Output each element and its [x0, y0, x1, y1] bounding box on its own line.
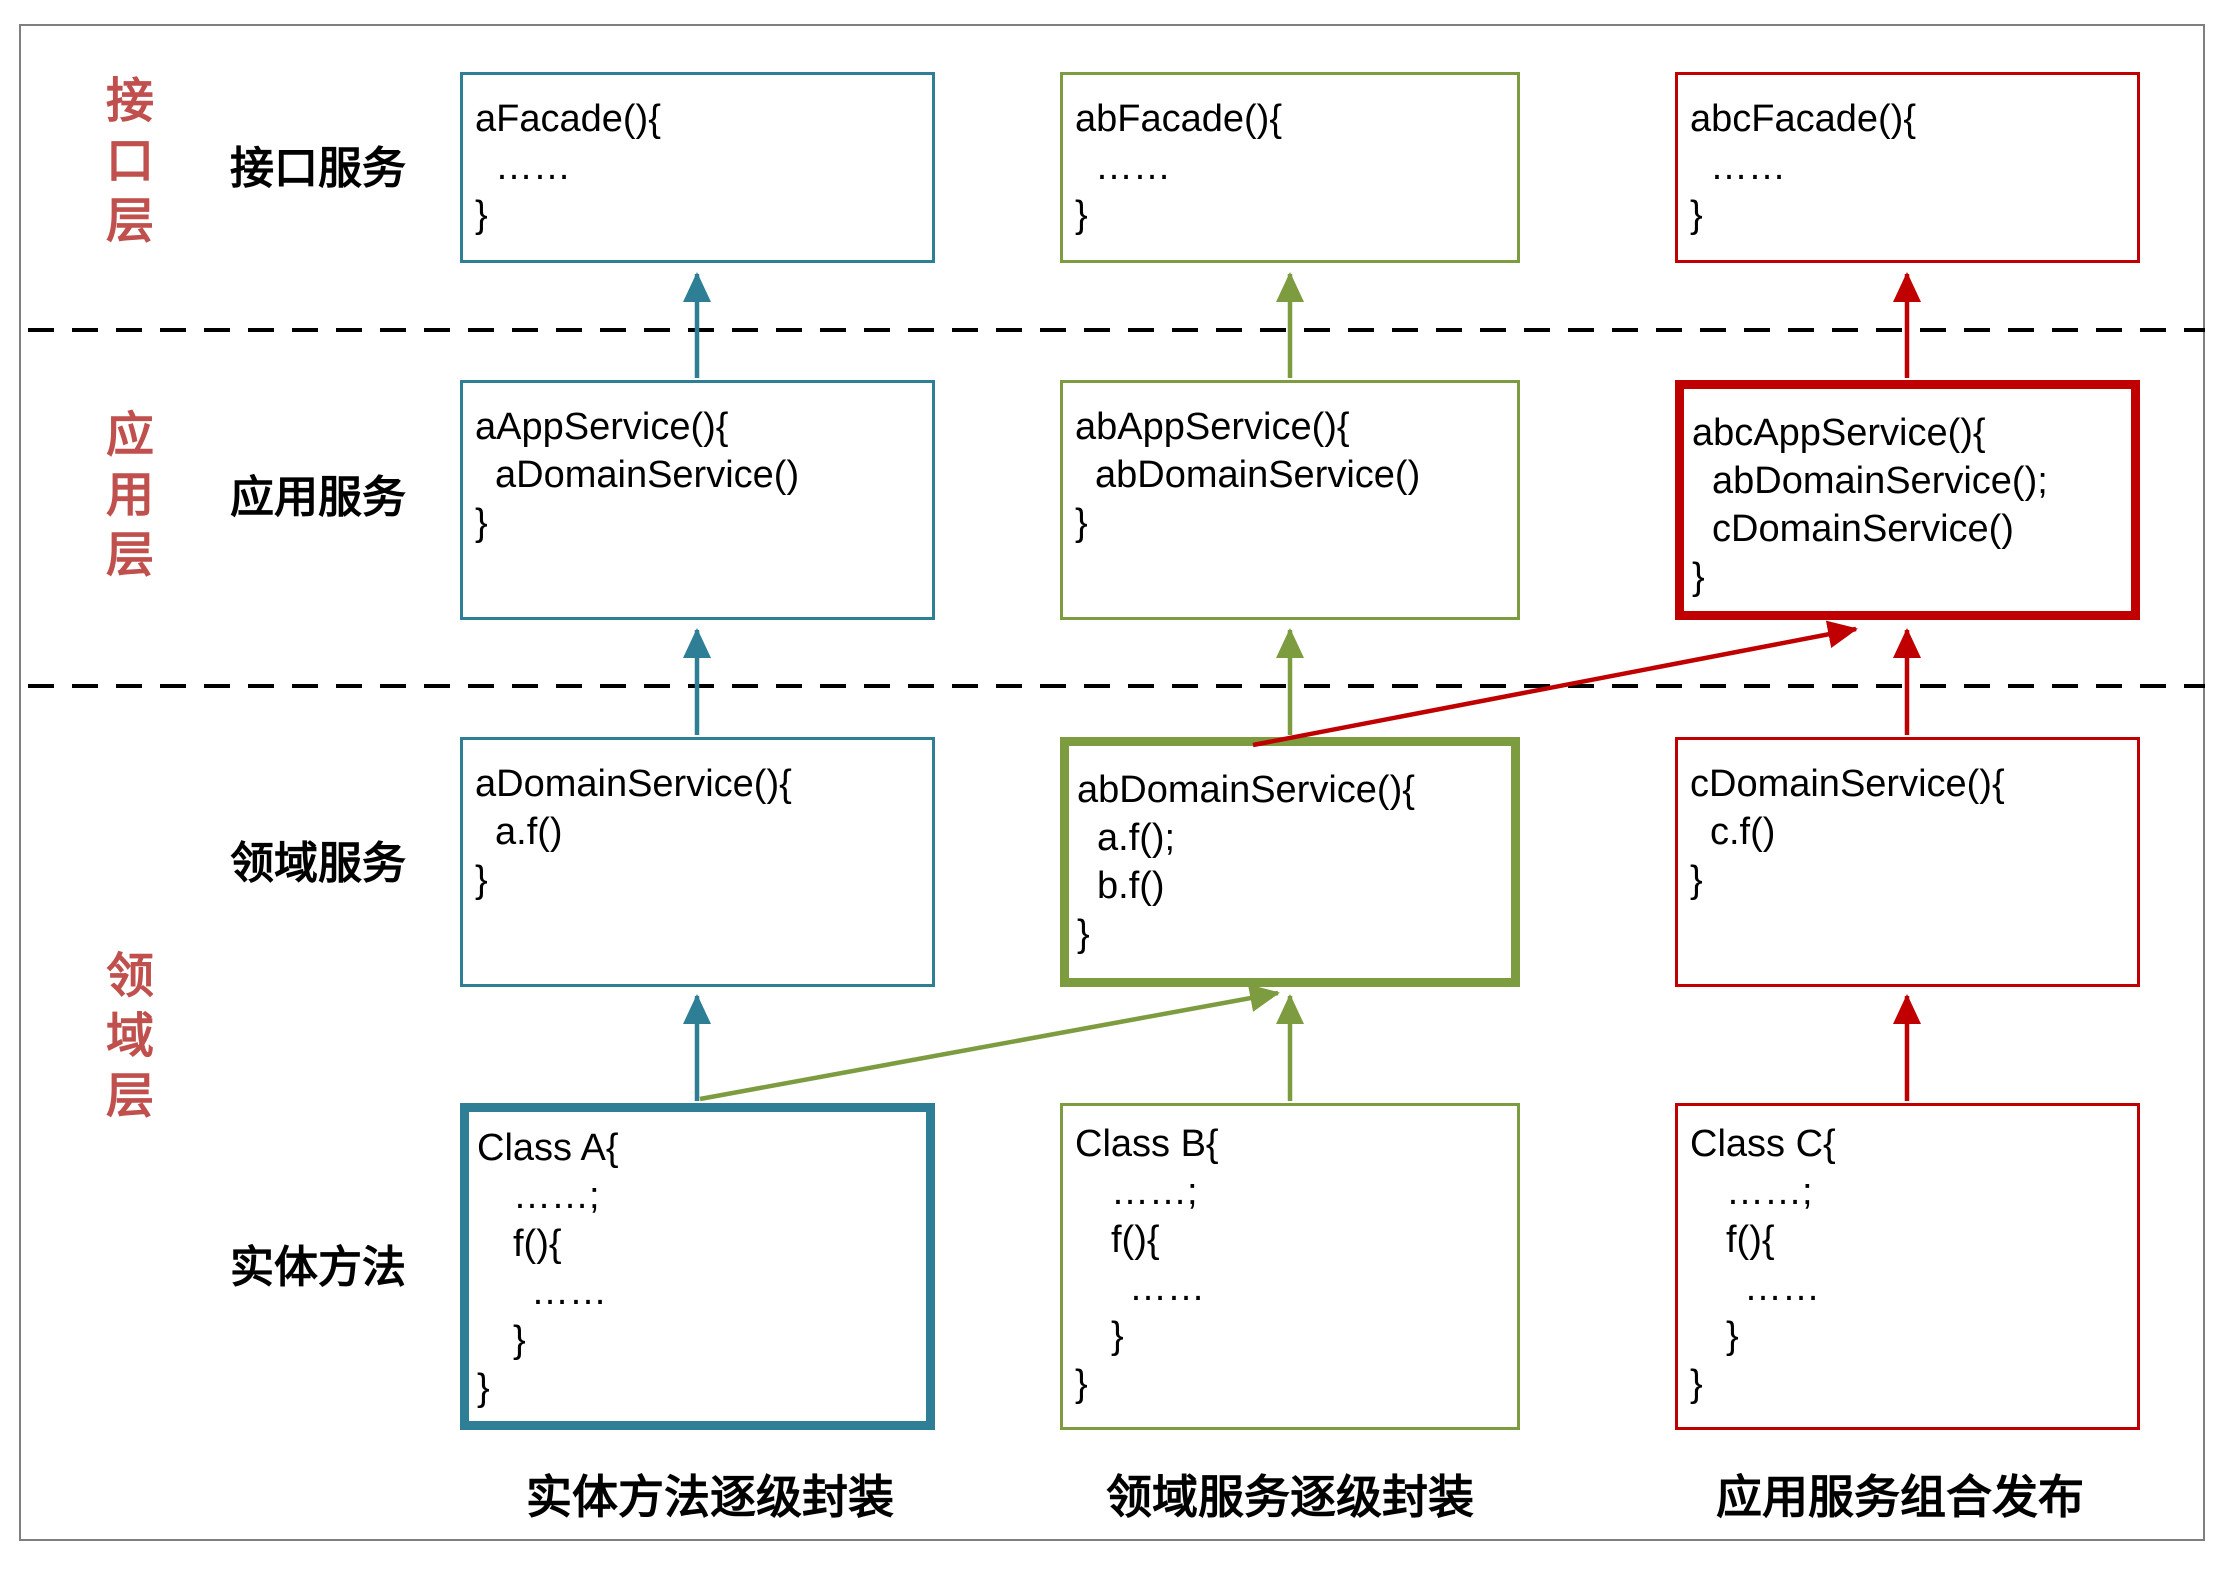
box-abc-facade: abcFacade(){ …… } — [1675, 72, 2140, 263]
code-line: c.f() — [1710, 811, 1776, 853]
caption-domain-service-wrapping: 领域服务逐级封装 — [1106, 1470, 1474, 1524]
box-a-app-service: aAppService(){ aDomainService() } — [460, 380, 935, 620]
box-ab-facade: abFacade(){ …… } — [1060, 72, 1520, 263]
code-line: …… — [531, 1271, 607, 1313]
code-line: } — [1077, 913, 1090, 955]
code-line: aDomainService() — [495, 454, 800, 496]
code-line: …… — [1095, 146, 1171, 188]
box-a-domain-service: aDomainService(){ a.f() } — [460, 737, 935, 987]
code-line: f(){ — [1111, 1219, 1160, 1261]
caption-app-service-composition: 应用服务组合发布 — [1716, 1470, 2084, 1524]
code-line: abDomainService() — [1095, 454, 1421, 496]
layer-label-domain: 领域层 — [97, 950, 153, 1130]
box-class-a: Class A{ ……; f(){ …… } } — [460, 1103, 935, 1430]
code-line: Class C{ — [1690, 1123, 1836, 1165]
code-line: a.f() — [495, 811, 563, 853]
code-line: } — [475, 194, 488, 236]
code-line: …… — [1744, 1267, 1820, 1309]
code-line: } — [1690, 859, 1703, 901]
code-line: cDomainService() — [1712, 508, 2014, 550]
row-label-domain-service: 领域服务 — [230, 838, 406, 889]
row-label-entity-method: 实体方法 — [230, 1242, 406, 1293]
code-line: } — [475, 859, 488, 901]
box-c-domain-service: cDomainService(){ c.f() } — [1675, 737, 2140, 987]
code-line: …… — [495, 146, 571, 188]
code-line: aFacade(){ — [475, 98, 661, 140]
row-label-interface-service: 接口服务 — [230, 143, 406, 194]
code-line: } — [1726, 1315, 1739, 1357]
code-line: abcFacade(){ — [1690, 98, 1917, 140]
code-line: ……; — [513, 1175, 600, 1217]
box-class-b: Class B{ ……; f(){ …… } } — [1060, 1103, 1520, 1430]
code-line: …… — [1710, 146, 1786, 188]
box-class-c: Class C{ ……; f(){ …… } } — [1675, 1103, 2140, 1430]
code-line: } — [513, 1319, 526, 1361]
code-line: aDomainService(){ — [475, 763, 792, 805]
code-line: } — [1692, 556, 1705, 598]
code-line: f(){ — [1726, 1219, 1775, 1261]
code-line: cDomainService(){ — [1690, 763, 2005, 805]
code-line: …… — [1129, 1267, 1205, 1309]
code-line: aAppService(){ — [475, 406, 729, 448]
box-ab-app-service: abAppService(){ abDomainService() } — [1060, 380, 1520, 620]
code-line: } — [475, 502, 488, 544]
layer-label-interface: 接口层 — [97, 75, 153, 255]
row-label-app-service: 应用服务 — [230, 472, 406, 523]
code-line: Class A{ — [477, 1127, 619, 1169]
layer-label-application: 应用层 — [97, 409, 153, 589]
code-line: abDomainService(); — [1712, 460, 2048, 502]
code-line: } — [1690, 194, 1703, 236]
box-a-facade: aFacade(){ …… } — [460, 72, 935, 263]
code-line: ……; — [1726, 1171, 1813, 1213]
code-line: b.f() — [1097, 865, 1165, 907]
code-line: } — [1075, 502, 1088, 544]
code-line: abcAppService(){ — [1692, 412, 1986, 454]
code-line: } — [1075, 1363, 1088, 1405]
code-line: abDomainService(){ — [1077, 769, 1415, 811]
code-line: Class B{ — [1075, 1123, 1219, 1165]
caption-entity-method-wrapping: 实体方法逐级封装 — [526, 1470, 894, 1524]
box-ab-domain-service: abDomainService(){ a.f(); b.f() } — [1060, 737, 1520, 987]
code-line: ……; — [1111, 1171, 1198, 1213]
code-line: } — [1690, 1363, 1703, 1405]
box-abc-app-service: abcAppService(){ abDomainService(); cDom… — [1675, 380, 2140, 620]
code-line: abFacade(){ — [1075, 98, 1283, 140]
code-line: abAppService(){ — [1075, 406, 1350, 448]
code-line: } — [1075, 194, 1088, 236]
code-line: f(){ — [513, 1223, 562, 1265]
code-line: } — [1111, 1315, 1124, 1357]
code-line: a.f(); — [1097, 817, 1176, 859]
code-line: } — [477, 1367, 490, 1409]
